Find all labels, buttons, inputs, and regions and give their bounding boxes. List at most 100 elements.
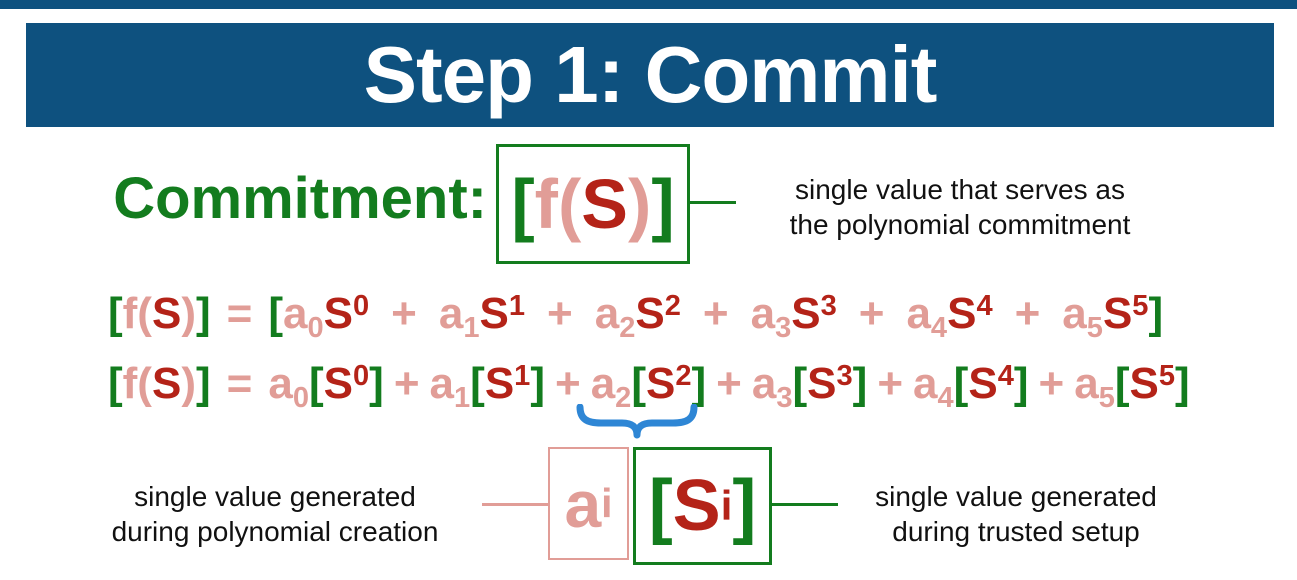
commitment-label: Commitment: — [113, 166, 487, 231]
math-token: 0 — [307, 311, 324, 344]
math-token: [ — [1114, 359, 1130, 409]
math-token: + — [1014, 289, 1041, 339]
commitment-connector-line — [690, 201, 736, 204]
note-line: single value generated — [875, 481, 1157, 512]
math-token: 3 — [820, 290, 837, 322]
math-token: a — [750, 289, 776, 339]
math-token: 2 — [619, 311, 636, 344]
underbrace-icon — [576, 403, 698, 439]
math-token: S — [947, 289, 977, 339]
math-token: 4 — [997, 360, 1014, 392]
math-token: a — [751, 359, 777, 409]
top-accent-strip — [0, 0, 1297, 9]
coefficient-note: single value generated during polynomial … — [75, 479, 475, 549]
math-token: f( — [122, 359, 152, 409]
math-token: ] — [1013, 359, 1029, 409]
math-token: S — [807, 359, 837, 409]
math-token: a — [268, 359, 293, 409]
math-token: S — [151, 359, 182, 409]
math-token: f( — [534, 165, 582, 243]
math-token: + — [1038, 359, 1065, 409]
math-token: a — [913, 359, 938, 409]
math-token: ) — [628, 165, 652, 243]
commitment-value-box: [f(S)] — [496, 144, 690, 264]
math-token: ] — [195, 359, 211, 409]
math-token: a — [594, 289, 620, 339]
underbrace — [575, 403, 699, 442]
math-token: 1 — [514, 360, 531, 392]
math-token: [ — [108, 289, 123, 339]
math-token: a — [906, 289, 931, 339]
math-token: S — [635, 289, 665, 339]
math-token: 5 — [1158, 360, 1176, 392]
math-token: 4 — [930, 311, 948, 344]
math-token: 1 — [454, 381, 471, 414]
math-token: 0 — [353, 360, 370, 392]
math-token: [ — [953, 359, 969, 409]
note-line: during trusted setup — [892, 516, 1140, 547]
math-token: S — [672, 466, 721, 546]
math-token: S — [484, 359, 515, 409]
note-line: single value that serves as — [795, 174, 1125, 205]
math-token: ) — [181, 289, 196, 339]
math-token: S — [968, 359, 998, 409]
math-token: S — [323, 289, 353, 339]
math-token: f( — [122, 289, 152, 339]
setup-note: single value generated during trusted set… — [816, 479, 1216, 549]
math-token: 5 — [1086, 311, 1103, 344]
equation-expanded: [f(S)]=[a0S0+a1S1+a2S2+a3S3+a4S4+a5S5] — [108, 289, 1163, 344]
note-line: during polynomial creation — [111, 516, 439, 547]
math-token: a — [590, 359, 616, 409]
math-token: = — [226, 289, 253, 339]
math-token: 3 — [776, 381, 793, 414]
math-token: [ — [470, 359, 485, 409]
math-token: 3 — [775, 311, 792, 344]
setup-connector-line — [772, 503, 838, 506]
math-token: ] — [195, 289, 211, 339]
math-token: a — [438, 289, 464, 339]
math-token: + — [391, 289, 417, 339]
math-token: [ — [268, 289, 283, 339]
math-token: 0 — [292, 381, 309, 414]
title-banner: Step 1: Commit — [26, 23, 1274, 127]
math-token: + — [702, 289, 729, 339]
math-token: S — [151, 289, 182, 339]
math-token: ] — [732, 466, 757, 546]
math-token: + — [877, 359, 904, 409]
page-title: Step 1: Commit — [363, 30, 938, 119]
math-token: ] — [691, 359, 707, 409]
math-token: 2 — [675, 360, 692, 392]
math-token: a — [1062, 289, 1087, 339]
math-token: i — [720, 482, 733, 530]
math-token: 0 — [353, 290, 370, 322]
math-token: i — [601, 480, 613, 527]
math-token: ) — [181, 359, 196, 409]
math-token: 4 — [937, 381, 954, 414]
math-token: 1 — [463, 311, 480, 344]
math-token: = — [226, 359, 253, 409]
math-token: 2 — [664, 290, 681, 322]
math-token: [ — [108, 359, 123, 409]
note-line: single value generated — [134, 481, 416, 512]
math-token: a — [564, 466, 602, 541]
math-token: ] — [1175, 359, 1190, 409]
math-token: ] — [530, 359, 545, 409]
math-token: a — [283, 289, 308, 339]
math-token: 5 — [1132, 290, 1149, 322]
math-token: S — [1129, 359, 1159, 409]
math-token: a — [1074, 359, 1099, 409]
math-token: S — [791, 289, 821, 339]
math-token: S — [581, 165, 628, 243]
math-token: 4 — [976, 290, 993, 322]
math-token: S — [479, 289, 509, 339]
math-token: 1 — [508, 290, 526, 322]
math-token: + — [547, 289, 573, 339]
math-token: + — [858, 289, 885, 339]
math-token: 3 — [836, 360, 853, 392]
math-token: [ — [308, 359, 324, 409]
math-token: ] — [651, 165, 675, 243]
